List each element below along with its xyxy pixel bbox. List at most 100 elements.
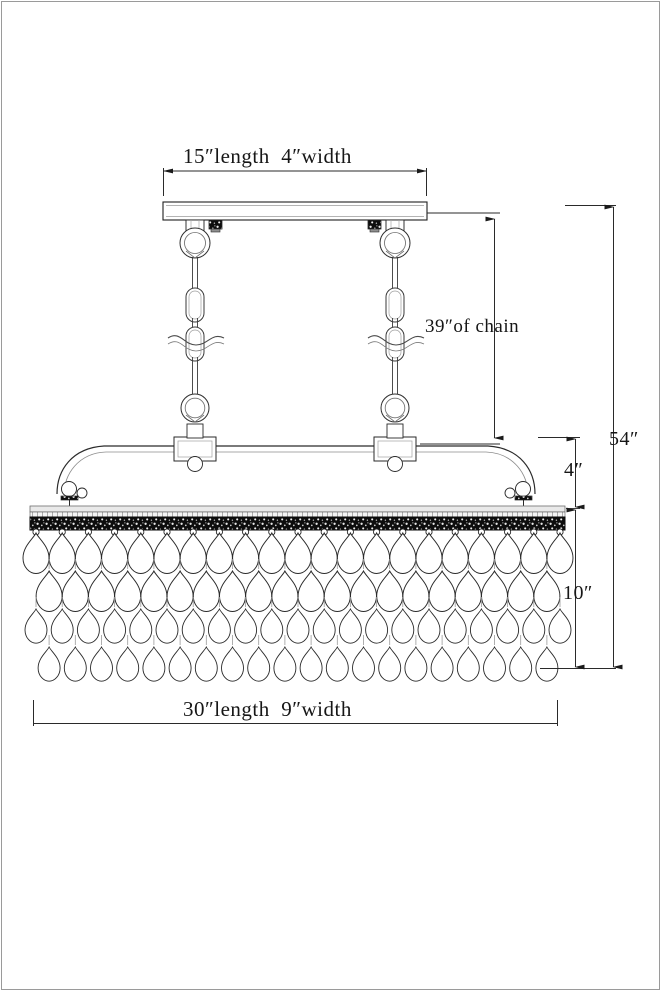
crystal-drop bbox=[352, 646, 375, 682]
crystal-drop bbox=[389, 532, 417, 574]
crystal-drop bbox=[48, 532, 76, 574]
crystal-drop bbox=[258, 532, 286, 574]
crystal-drop bbox=[74, 532, 102, 574]
crystal-drop bbox=[467, 532, 495, 574]
dim-top bbox=[163, 168, 427, 196]
chain-top-rings bbox=[179, 227, 411, 259]
crystal-drop bbox=[90, 646, 113, 682]
crystal-cluster bbox=[22, 528, 574, 682]
crystal-drop bbox=[548, 608, 572, 644]
chain-bottom-rings bbox=[180, 393, 410, 423]
canopy-hangers bbox=[185, 219, 405, 237]
crystal-drop bbox=[520, 532, 548, 574]
crystal-drop bbox=[417, 608, 441, 644]
dim-crystal-drop bbox=[540, 507, 585, 670]
crystal-drop bbox=[50, 608, 74, 644]
crystal-drop bbox=[299, 646, 323, 682]
crystal-drop bbox=[284, 532, 312, 574]
crystal-drop bbox=[61, 570, 89, 612]
crystal-drop bbox=[350, 570, 377, 612]
crystal-drop bbox=[415, 532, 443, 574]
crystal-drop bbox=[430, 646, 454, 682]
crystal-drop bbox=[323, 570, 351, 612]
frame-connectors bbox=[173, 423, 417, 472]
crystal-drop bbox=[469, 608, 493, 644]
crystal-drop bbox=[181, 608, 205, 644]
crystal-drop bbox=[481, 570, 508, 612]
crystal-drop bbox=[205, 532, 233, 574]
crystal-drop bbox=[494, 532, 522, 574]
crystal-drop bbox=[507, 570, 535, 612]
crystal-drop bbox=[378, 646, 402, 682]
crystal-drop bbox=[168, 646, 192, 682]
crystal-drop bbox=[443, 608, 467, 644]
crystal-drop bbox=[140, 570, 168, 612]
frame-bar bbox=[56, 445, 536, 495]
crystal-drop bbox=[454, 570, 482, 612]
crystal-drop bbox=[297, 570, 325, 612]
crystal-drop bbox=[483, 646, 506, 682]
crystal-drop bbox=[391, 608, 415, 644]
crystal-drop bbox=[221, 646, 244, 682]
dim-crystal-drop-label: 10″ bbox=[563, 582, 593, 604]
crystal-drop bbox=[338, 608, 362, 644]
crystal-drop bbox=[179, 532, 207, 574]
crystal-drop bbox=[153, 532, 181, 574]
crystal-drop bbox=[286, 608, 310, 644]
crystal-drop bbox=[365, 608, 389, 644]
crystal-drop bbox=[101, 532, 129, 574]
canopy-plate bbox=[162, 201, 428, 221]
crystal-drop bbox=[273, 646, 297, 682]
crystal-drop bbox=[63, 646, 87, 682]
dim-frame-height-label: 4″ bbox=[564, 459, 584, 481]
crystal-drop bbox=[24, 608, 48, 644]
crystal-drop bbox=[37, 646, 61, 682]
crystal-drop bbox=[496, 608, 520, 644]
crystal-drop bbox=[103, 608, 127, 644]
dim-chain bbox=[420, 212, 504, 445]
crystal-tier-3 bbox=[24, 597, 572, 644]
dim-top-label: 15″length 4″width bbox=[183, 144, 352, 168]
crystal-drop bbox=[219, 570, 246, 612]
crystal-drop bbox=[22, 532, 50, 574]
crystal-drop bbox=[402, 570, 430, 612]
dim-overall-height-label: 54″ bbox=[609, 428, 639, 450]
crystal-drop bbox=[245, 570, 273, 612]
crystal-drop bbox=[376, 570, 404, 612]
crystal-drop bbox=[310, 532, 338, 574]
crystal-drop bbox=[533, 570, 561, 612]
crystal-drop bbox=[127, 532, 155, 574]
crystal-tier-1 bbox=[22, 528, 574, 574]
crystal-drop bbox=[535, 646, 559, 682]
crystal-drop bbox=[116, 646, 140, 682]
chain-right bbox=[367, 257, 425, 398]
crystal-drop bbox=[404, 646, 428, 682]
crystal-rail bbox=[29, 516, 566, 531]
crystal-drop bbox=[35, 570, 63, 612]
crystal-drop bbox=[166, 570, 194, 612]
chain-left bbox=[167, 257, 225, 398]
crystal-drop bbox=[247, 646, 271, 682]
crystal-drop bbox=[260, 608, 284, 644]
crystal-drop bbox=[88, 570, 115, 612]
crystal-drop bbox=[336, 532, 364, 574]
crystal-drop bbox=[194, 646, 218, 682]
dim-chain-label: 39″of chain bbox=[425, 316, 520, 337]
crystal-drop bbox=[76, 608, 100, 644]
shade-upper-rail bbox=[29, 505, 566, 518]
crystal-drop bbox=[428, 570, 456, 612]
crystal-tier-4 bbox=[37, 635, 559, 682]
crystal-drop bbox=[234, 608, 258, 644]
dim-bottom bbox=[33, 700, 558, 726]
crystal-drop bbox=[509, 646, 533, 682]
crystal-drop bbox=[114, 570, 142, 612]
crystal-drop bbox=[207, 608, 231, 644]
crystal-drop bbox=[129, 608, 153, 644]
crystal-drop bbox=[441, 532, 469, 574]
crystal-drop bbox=[155, 608, 179, 644]
crystal-drop bbox=[546, 532, 574, 574]
crystal-tier-2 bbox=[35, 559, 561, 612]
frame-finials bbox=[60, 481, 533, 513]
